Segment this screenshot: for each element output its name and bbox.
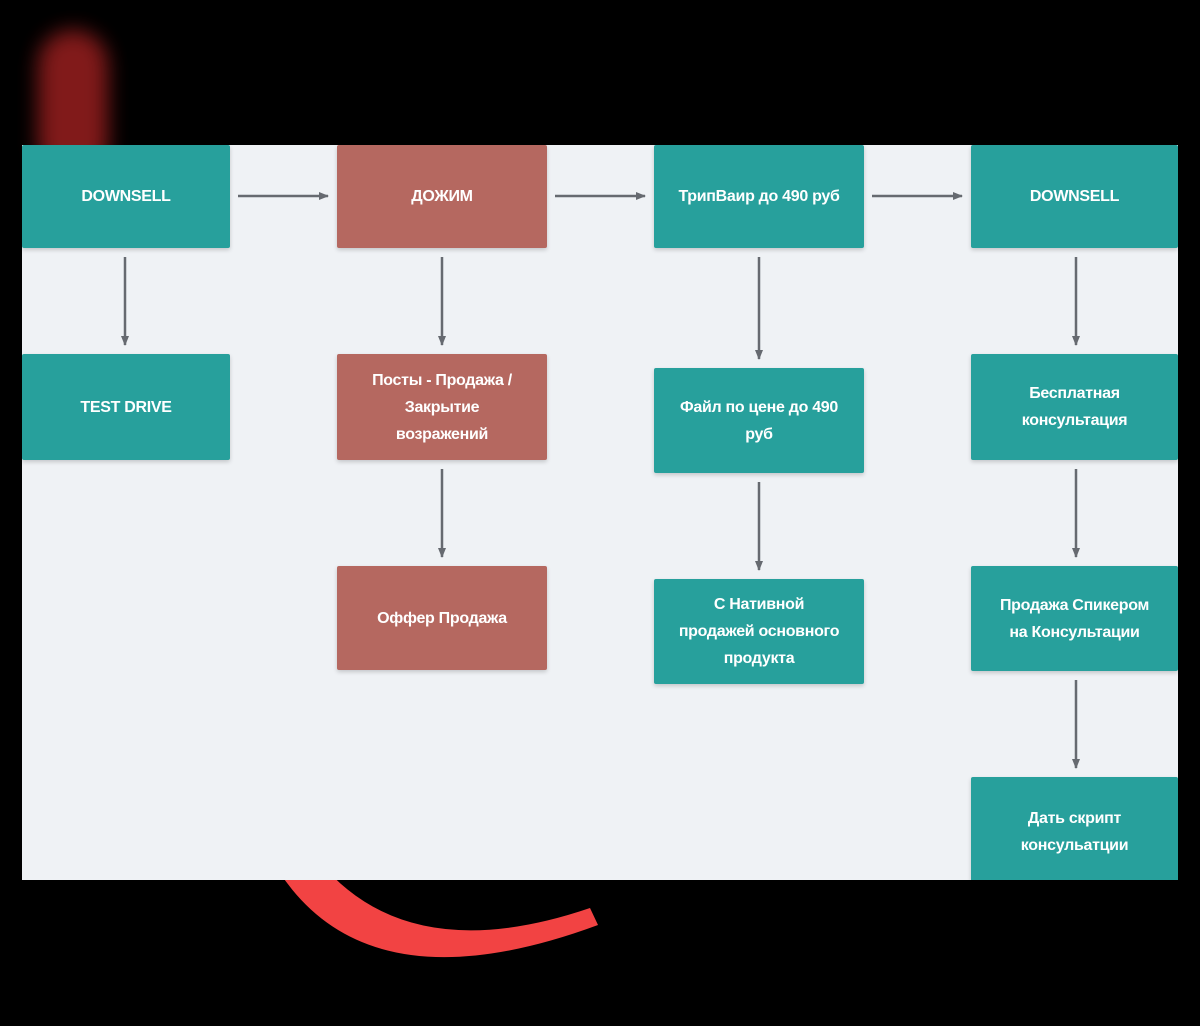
node-fail[interactable]: Файл по цене до 490 руб [654,368,864,473]
node-posty[interactable]: Посты - Продажа / Закрытие возражений [337,354,547,460]
red-arc-decoration [278,860,598,958]
flowchart-canvas: DOWNSELL TEST DRIVE ДОЖИМ Посты - Продаж… [22,145,1178,880]
node-downsell-2[interactable]: DOWNSELL [971,145,1178,248]
flowchart-connectors [121,192,1080,769]
node-dat-skript[interactable]: Дать скрипт консульатции [971,777,1178,880]
node-dozhim[interactable]: ДОЖИМ [337,145,547,248]
node-downsell-1[interactable]: DOWNSELL [22,145,230,248]
node-test-drive[interactable]: TEST DRIVE [22,354,230,460]
node-tripwire[interactable]: ТрипВаир до 490 руб [654,145,864,248]
node-besplatnaya[interactable]: Бесплатная консультация [971,354,1178,460]
node-offer[interactable]: Оффер Продажа [337,566,547,670]
node-prodazha-spikerom[interactable]: Продажа Спикером на Консультации [971,566,1178,671]
node-nativnoy[interactable]: С Нативной продажей основного продукта [654,579,864,684]
